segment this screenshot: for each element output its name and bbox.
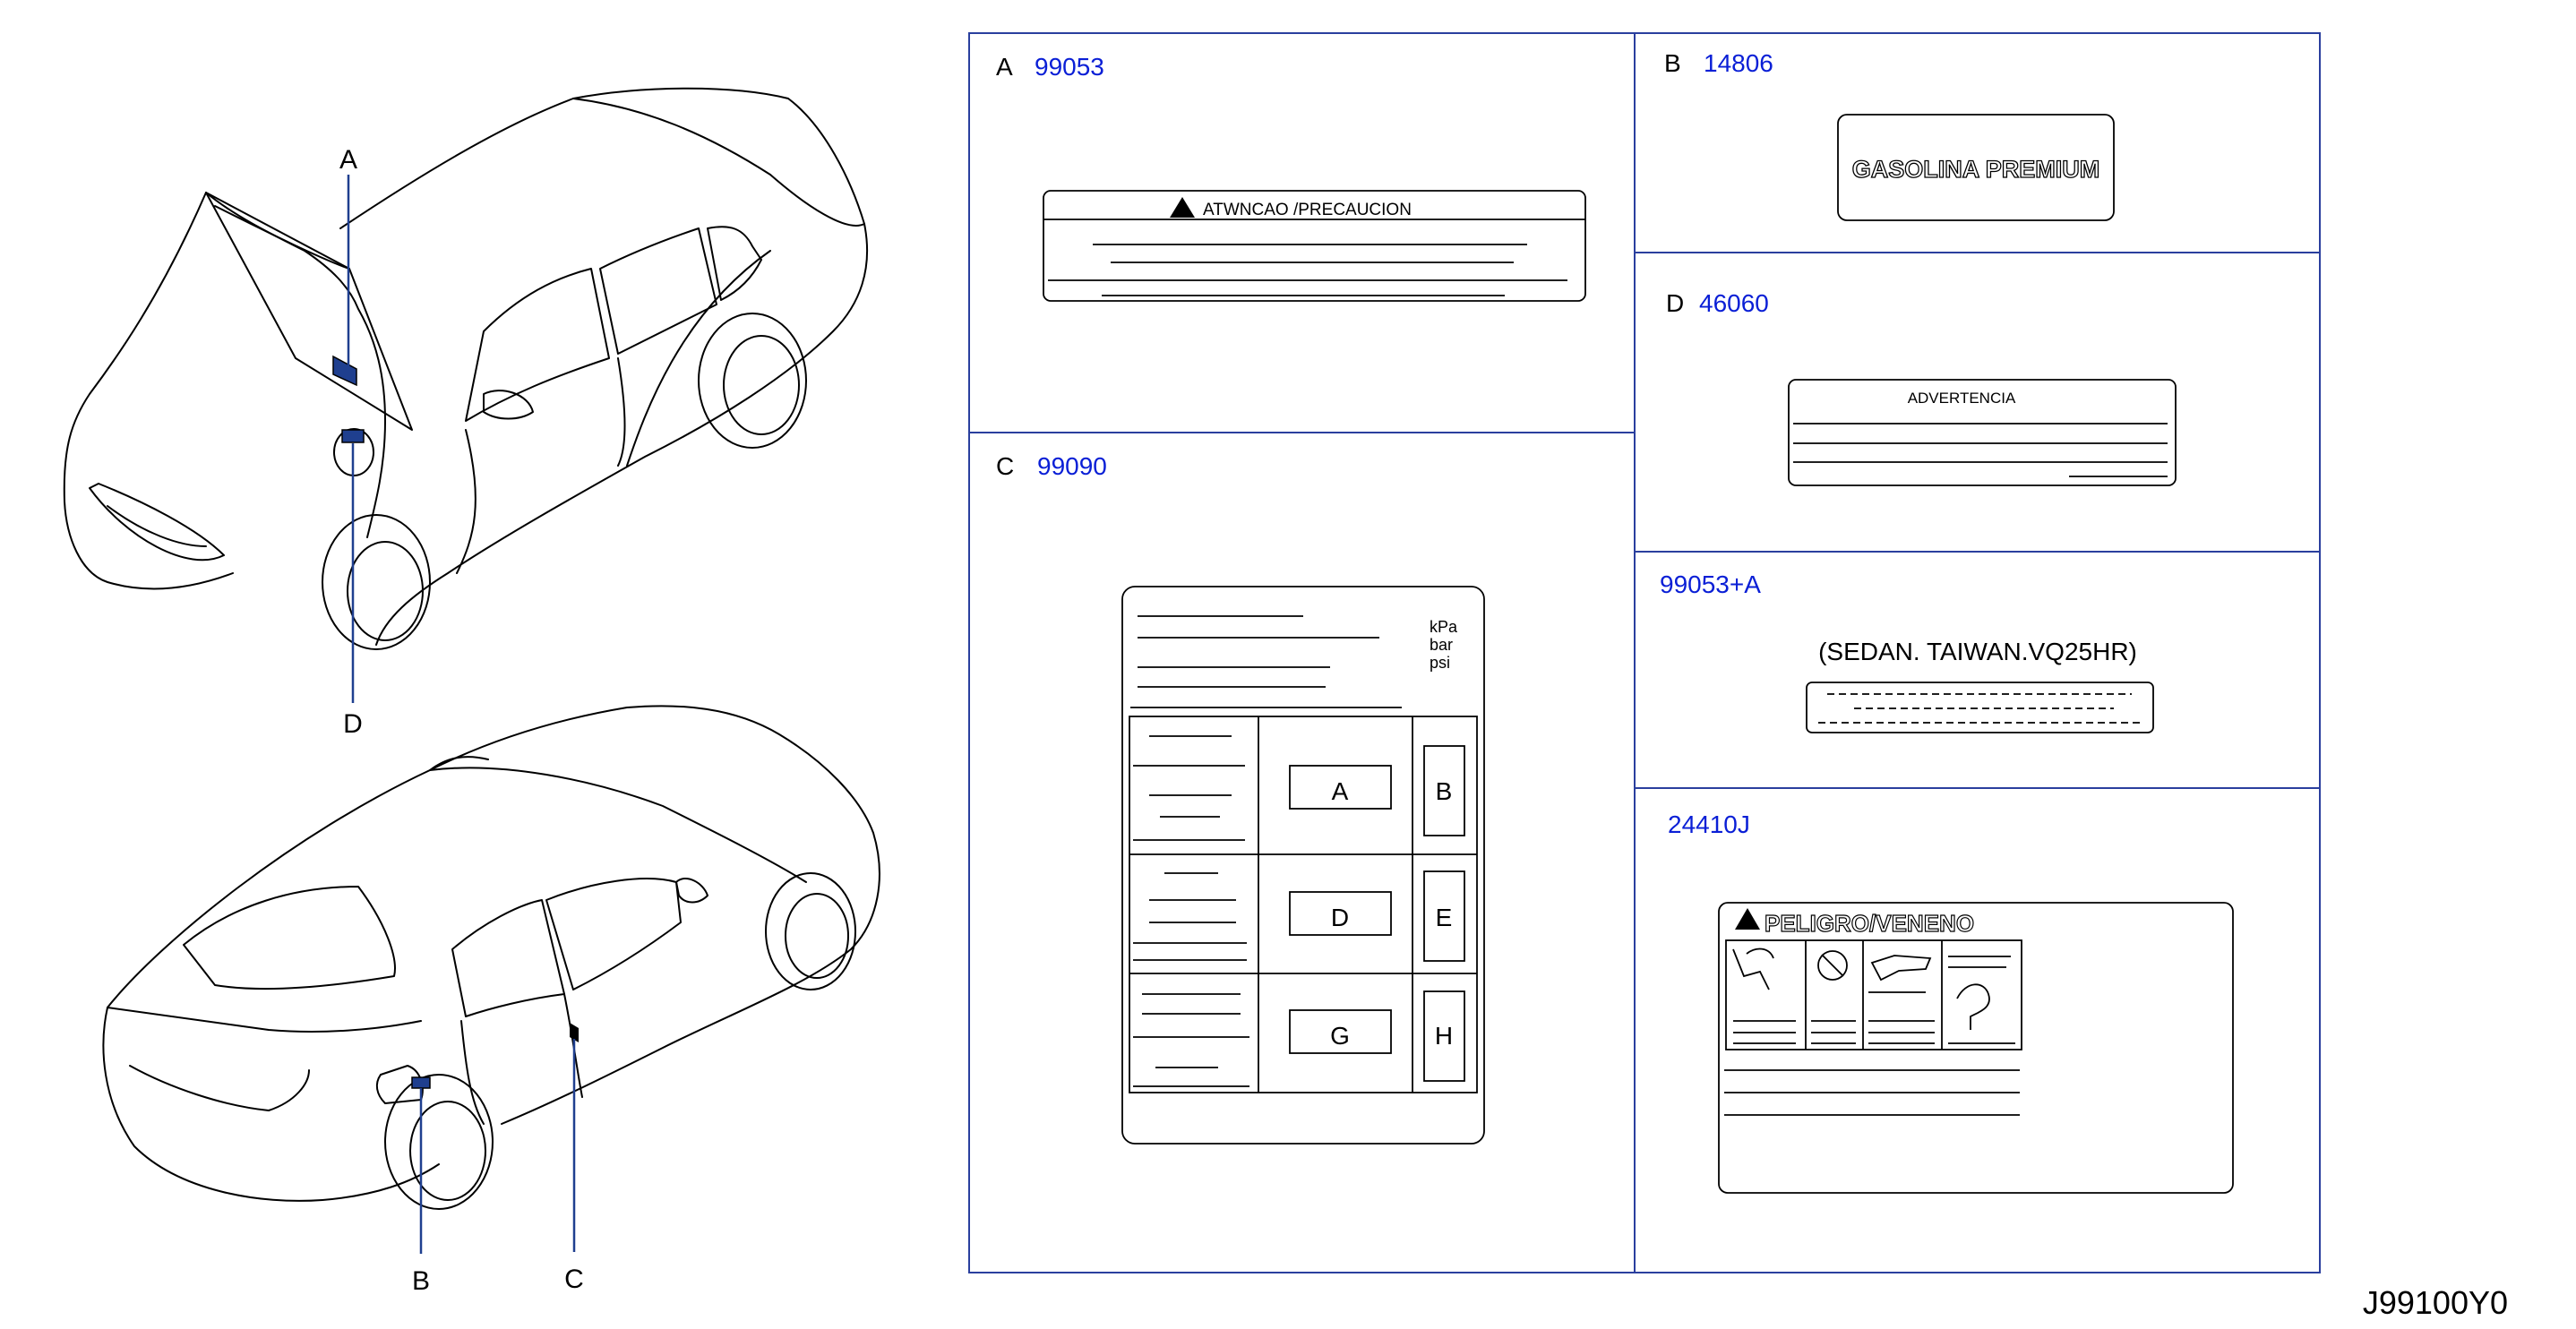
cell-a: A: [1332, 777, 1349, 805]
panel-e-caption: (SEDAN. TAIWAN.VQ25HR): [1818, 638, 2137, 665]
panel-b-code: 14806: [1704, 49, 1773, 77]
panel-d-label-title: ADVERTENCIA: [1908, 390, 2016, 407]
unit-psi: psi: [1430, 654, 1450, 672]
cell-b: B: [1436, 777, 1453, 805]
panel-b-label-text: GASOLINA PREMIUM: [1852, 156, 2100, 183]
panel-a-label-title: ATWNCAO /PRECAUCION: [1203, 201, 1412, 219]
panel-c-label-outline: [1121, 586, 1485, 1145]
cell-d-box: [1289, 891, 1392, 936]
panel-b: B 14806 GASOLINA PREMIUM: [1664, 49, 2115, 221]
callout-a: A: [339, 145, 357, 175]
unit-bar: bar: [1430, 636, 1453, 654]
cell-g: G: [1330, 1022, 1350, 1050]
label-b-marker: [411, 1076, 431, 1089]
panel-f-code: 24410J: [1668, 810, 1750, 838]
panel-c: C 99090 kPa bar psi: [996, 452, 1485, 1145]
panel-d: D 46060 ADVERTENCIA: [1666, 289, 2177, 486]
panel-f-label-title: PELIGRO/VENENO: [1765, 910, 1974, 937]
cell-b-box: [1423, 745, 1465, 836]
callout-b: B: [412, 1266, 430, 1296]
panel-e: 99053+A (SEDAN. TAIWAN.VQ25HR): [1660, 570, 2154, 733]
panel-a-label-outline: [1043, 190, 1586, 302]
panel-d-letter: D: [1666, 289, 1684, 317]
callout-c: C: [564, 1265, 584, 1294]
panel-f: 24410J PELIGRO/VENENO: [1668, 810, 2234, 1194]
no-open-flame-icon: [1817, 950, 1848, 981]
cell-a-box: [1289, 765, 1392, 810]
hand-corrosion-icon: [1732, 947, 1774, 990]
cell-g-box: [1289, 1009, 1392, 1054]
danger-triangle-icon: [1735, 908, 1760, 930]
unit-kpa: kPa: [1430, 618, 1458, 636]
panel-f-label-outline: [1718, 902, 2234, 1194]
panel-a-letter: A: [996, 53, 1013, 81]
cell-d: D: [1331, 904, 1349, 931]
drawing-number: J99100Y0: [2363, 1284, 2508, 1321]
panel-c-letter: C: [996, 452, 1014, 480]
swallow-hazard-icon: [1956, 983, 1990, 1030]
label-a-marker: [332, 355, 357, 387]
panel-grid: [968, 32, 2321, 1273]
cell-h: H: [1435, 1022, 1453, 1050]
rear-car-illustration: [102, 705, 880, 1210]
panel-c-code: 99090: [1037, 452, 1107, 480]
panel-a: A 99053 ATWNCAO /PRECAUCION: [996, 53, 1586, 302]
gloves-icon: [1870, 955, 1932, 982]
callout-d: D: [343, 709, 363, 739]
cell-h-box: [1423, 990, 1465, 1082]
panel-b-letter: B: [1664, 49, 1681, 77]
panel-a-code: 99053: [1035, 53, 1104, 81]
panel-b-label-outline: [1837, 114, 2115, 221]
cell-e: E: [1436, 904, 1453, 931]
panel-d-label-outline: [1788, 379, 2177, 486]
panel-d-code: 46060: [1699, 289, 1769, 317]
warning-triangle-icon: [1170, 197, 1195, 218]
label-d-marker: [341, 429, 365, 443]
panel-e-label-outline: [1806, 682, 2154, 733]
front-car-illustration: [63, 87, 868, 650]
cell-e-box: [1423, 870, 1465, 962]
panel-e-code: 99053+A: [1660, 570, 1761, 598]
label-c-marker: [570, 1023, 579, 1042]
